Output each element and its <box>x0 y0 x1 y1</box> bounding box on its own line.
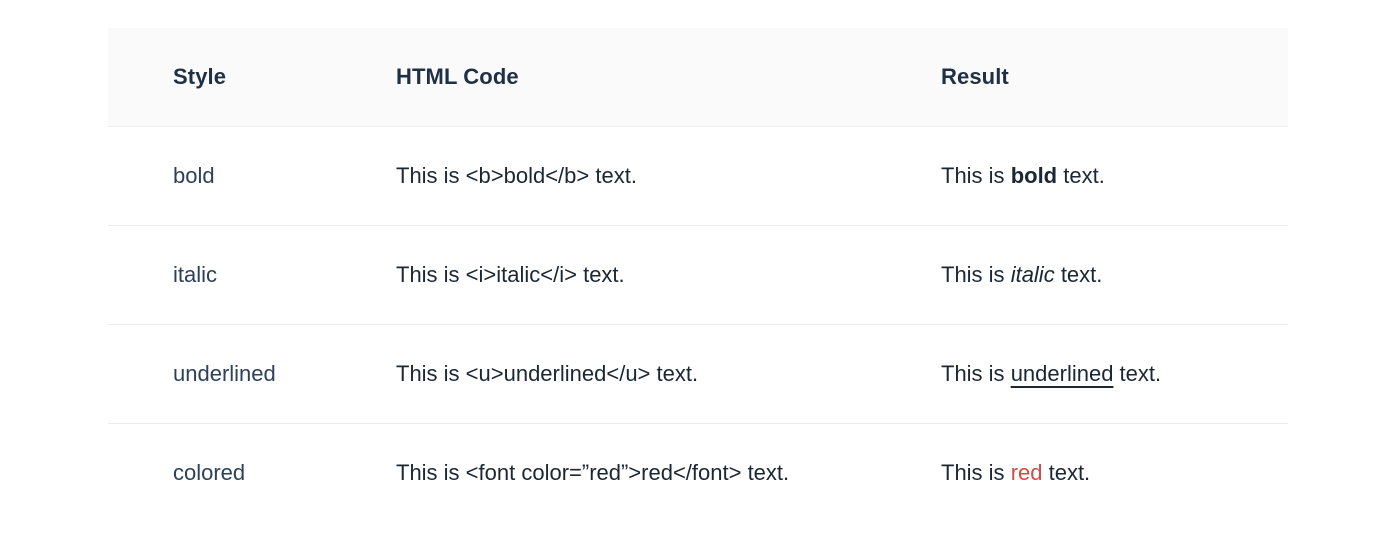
result-text-after: text. <box>1057 162 1105 188</box>
column-header-result: Result <box>880 28 1288 127</box>
cell-style-name: colored <box>173 459 246 485</box>
cell-html-code: This is <i>italic</i> text. <box>331 225 880 325</box>
cell-result: This is italic text. <box>880 225 1288 325</box>
result-emphasis-italic: italic <box>1010 261 1055 287</box>
result-emphasis-underline: underlined <box>1010 360 1114 386</box>
cell-html-code: This is <u>underlined</u> text. <box>331 324 880 424</box>
cell-html-code: This is <b>bold</b> text. <box>331 126 880 226</box>
result-text-after: text. <box>1113 360 1162 386</box>
cell-result: This is underlined text. <box>880 324 1288 424</box>
cell-result: This is bold text. <box>880 126 1288 226</box>
cell-style-name: bold <box>108 126 331 226</box>
table-body: bold This is <b>bold</b> text. This is b… <box>108 126 1288 523</box>
column-header-style: Style <box>108 28 331 127</box>
html-styles-table-container: Style HTML Code Result bold This is <b>b… <box>108 28 1288 522</box>
cell-style-name: underlined <box>108 324 331 424</box>
cell-style-name: italic <box>108 225 331 325</box>
table-row: underlined This is <u>underlined</u> tex… <box>108 324 1288 424</box>
table-row: italic This is <i>italic</i> text. This … <box>108 225 1288 325</box>
result-text-before: This is <box>941 261 1011 287</box>
result-emphasis-bold: bold <box>1010 162 1058 188</box>
result-text-after: text. <box>1042 459 1091 485</box>
result-text-before: This is <box>941 459 1011 485</box>
html-styles-table: Style HTML Code Result bold This is <b>b… <box>108 28 1288 522</box>
table-header-row: Style HTML Code Result <box>108 28 1288 127</box>
result-text-before: This is <box>941 360 1011 386</box>
result-emphasis-red: red <box>1010 459 1043 485</box>
result-text-after: text. <box>1054 261 1103 287</box>
table-row: bold This is <b>bold</b> text. This is b… <box>108 126 1288 226</box>
cell-result: This is red text. <box>880 424 1288 523</box>
column-header-html-code: HTML Code <box>331 28 880 127</box>
cell-html-code: This is <font color=”red”>red</font> tex… <box>396 459 790 485</box>
table-header: Style HTML Code Result <box>108 28 1288 127</box>
table-row: colored This is <font color=”red”>red</f… <box>108 423 1288 523</box>
result-text-before: This is <box>941 162 1011 188</box>
